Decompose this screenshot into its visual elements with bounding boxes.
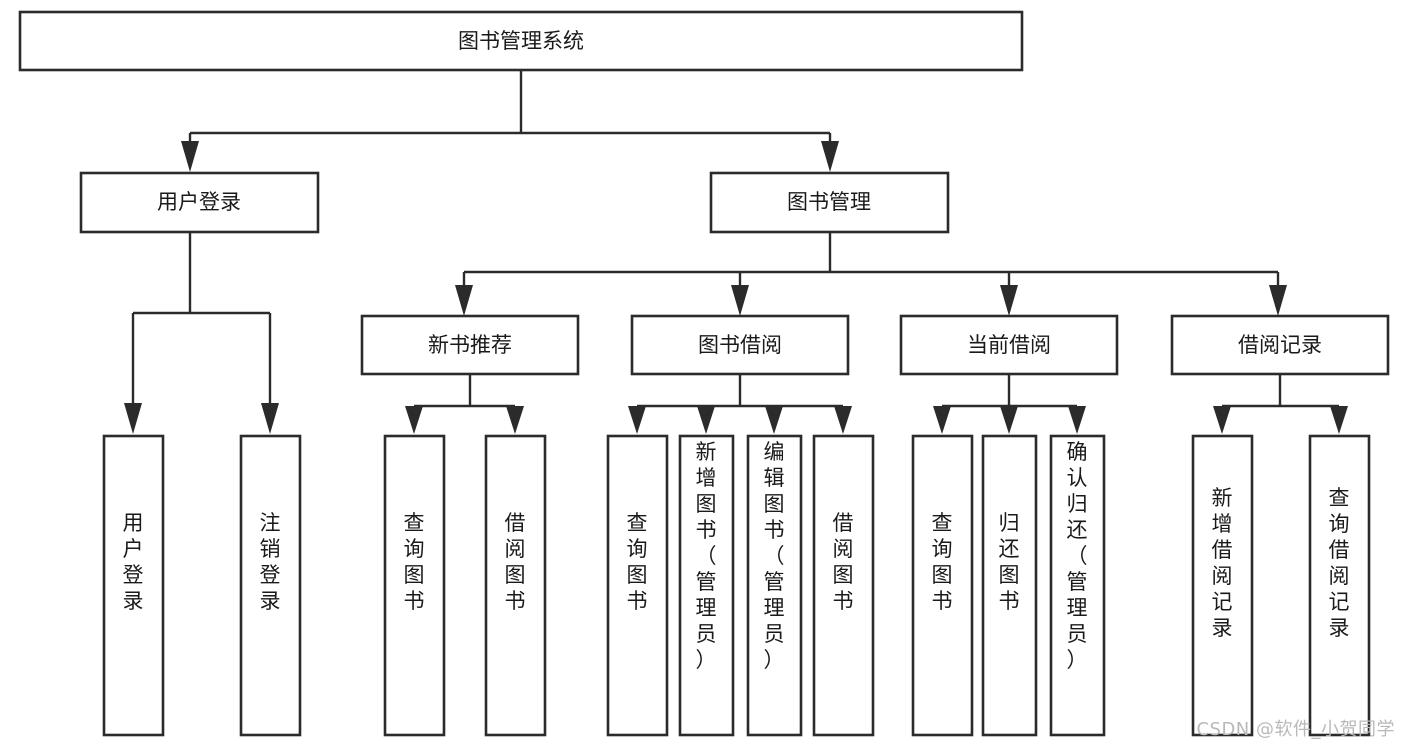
node-root[interactable]: 图书管理系统: [18, 10, 1024, 72]
arrow-head-leaf-return-book: [1000, 406, 1018, 434]
node-root-label: 图书管理系统: [458, 29, 584, 53]
leaf-confirm-return-label: 确认归还（管理员）: [1067, 440, 1088, 672]
node-new-book-recommend-box[interactable]: [360, 314, 580, 376]
arrow-head-leaf-query-book-borrow: [628, 406, 646, 434]
leaf-query-book-cur-label: 查询图书: [932, 511, 953, 613]
arrow-head-leaf-confirm-return: [1068, 406, 1086, 434]
leaf-query-book-rec-box[interactable]: [383, 434, 446, 737]
arrow-head-leaf-add-record: [1213, 406, 1231, 434]
leaf-add-book[interactable]: 新增图书（管理员）: [678, 434, 735, 737]
leaf-borrow-book-label: 借阅图书: [833, 511, 854, 613]
arrow-head-borrow-record: [1269, 285, 1287, 316]
leaf-query-book-borrow-box[interactable]: [606, 434, 669, 737]
node-current-borrow[interactable]: 当前借阅: [899, 314, 1119, 376]
connector-layer: [124, 70, 1348, 434]
arrow-head-leaf-query-book-cur: [933, 406, 951, 434]
node-borrow-record-box[interactable]: [1170, 314, 1390, 376]
arrow-head-leaf-user-login: [124, 403, 142, 434]
leaf-edit-book[interactable]: 编辑图书（管理员）: [746, 434, 803, 737]
arrow-head-leaf-add-book: [697, 406, 715, 434]
node-current-borrow-label: 当前借阅: [967, 333, 1051, 357]
leaf-query-book-rec[interactable]: 查询图书: [383, 434, 446, 737]
node-borrow-record-label: 借阅记录: [1238, 333, 1322, 357]
node-book-borrow[interactable]: 图书借阅: [630, 314, 850, 376]
leaf-query-record-box[interactable]: [1308, 434, 1371, 737]
arrow-head-new-book-recommend: [455, 285, 473, 316]
arrow-head-book-manage: [821, 141, 839, 172]
leaf-add-record-label: 新增借阅记录: [1212, 486, 1233, 640]
leaf-query-record[interactable]: 查询借阅记录: [1308, 434, 1371, 737]
arrow-head-leaf-edit-book: [765, 406, 783, 434]
leaf-add-record[interactable]: 新增借阅记录: [1191, 434, 1254, 737]
leaf-borrow-book-rec[interactable]: 借阅图书: [484, 434, 547, 737]
leaf-query-book-cur-box[interactable]: [911, 434, 974, 737]
arrow-head-current-borrow: [1000, 285, 1018, 316]
leaf-borrow-book-rec-label: 借阅图书: [505, 511, 526, 613]
arrow-head-user-login: [181, 141, 199, 172]
arrow-head-leaf-query-book-rec: [405, 406, 423, 434]
leaf-confirm-return[interactable]: 确认归还（管理员）: [1049, 434, 1106, 737]
leaf-logout-box[interactable]: [239, 434, 302, 737]
leaf-user-login[interactable]: 用户登录: [102, 434, 165, 737]
node-new-book-recommend-label: 新书推荐: [428, 333, 512, 357]
leaf-edit-book-box[interactable]: [746, 434, 803, 737]
leaf-query-book-borrow[interactable]: 查询图书: [606, 434, 669, 737]
arrow-head-leaf-query-record: [1330, 406, 1348, 434]
node-user-login-label: 用户登录: [157, 190, 241, 214]
leaf-return-book-label: 归还图书: [999, 511, 1020, 613]
node-borrow-record[interactable]: 借阅记录: [1170, 314, 1390, 376]
leaf-borrow-book-box[interactable]: [812, 434, 875, 737]
arrow-head-leaf-logout: [261, 403, 279, 434]
node-new-book-recommend[interactable]: 新书推荐: [360, 314, 580, 376]
node-book-manage-label: 图书管理: [787, 190, 871, 214]
node-current-borrow-box[interactable]: [899, 314, 1119, 376]
node-user-login[interactable]: 用户登录: [79, 171, 320, 234]
leaf-user-login-label: 用户登录: [123, 511, 144, 613]
leaf-user-login-box[interactable]: [102, 434, 165, 737]
leaf-query-book-cur[interactable]: 查询图书: [911, 434, 974, 737]
leaf-confirm-return-box[interactable]: [1049, 434, 1106, 737]
node-root-box[interactable]: [18, 10, 1024, 72]
leaf-return-book[interactable]: 归还图书: [981, 434, 1038, 737]
leaf-logout-label: 注销登录: [260, 511, 281, 613]
node-book-manage-box[interactable]: [709, 171, 950, 234]
arrow-head-leaf-borrow-book-rec: [506, 406, 524, 434]
leaf-query-book-borrow-label: 查询图书: [627, 511, 648, 613]
leaf-return-book-box[interactable]: [981, 434, 1038, 737]
arrow-head-leaf-borrow-book: [834, 406, 852, 434]
leaf-edit-book-label: 编辑图书（管理员）: [764, 440, 785, 672]
node-book-borrow-label: 图书借阅: [698, 333, 782, 357]
leaf-borrow-book-rec-box[interactable]: [484, 434, 547, 737]
leaf-add-book-label: 新增图书（管理员）: [696, 440, 717, 672]
leaf-add-book-box[interactable]: [678, 434, 735, 737]
leaf-logout[interactable]: 注销登录: [239, 434, 302, 737]
leaf-query-record-label: 查询借阅记录: [1329, 486, 1350, 640]
arrow-head-book-borrow: [731, 285, 749, 316]
node-book-borrow-box[interactable]: [630, 314, 850, 376]
leaf-query-book-rec-label: 查询图书: [404, 511, 425, 613]
leaf-borrow-book[interactable]: 借阅图书: [812, 434, 875, 737]
leaf-add-record-box[interactable]: [1191, 434, 1254, 737]
node-book-manage[interactable]: 图书管理: [709, 171, 950, 234]
node-user-login-box[interactable]: [79, 171, 320, 234]
